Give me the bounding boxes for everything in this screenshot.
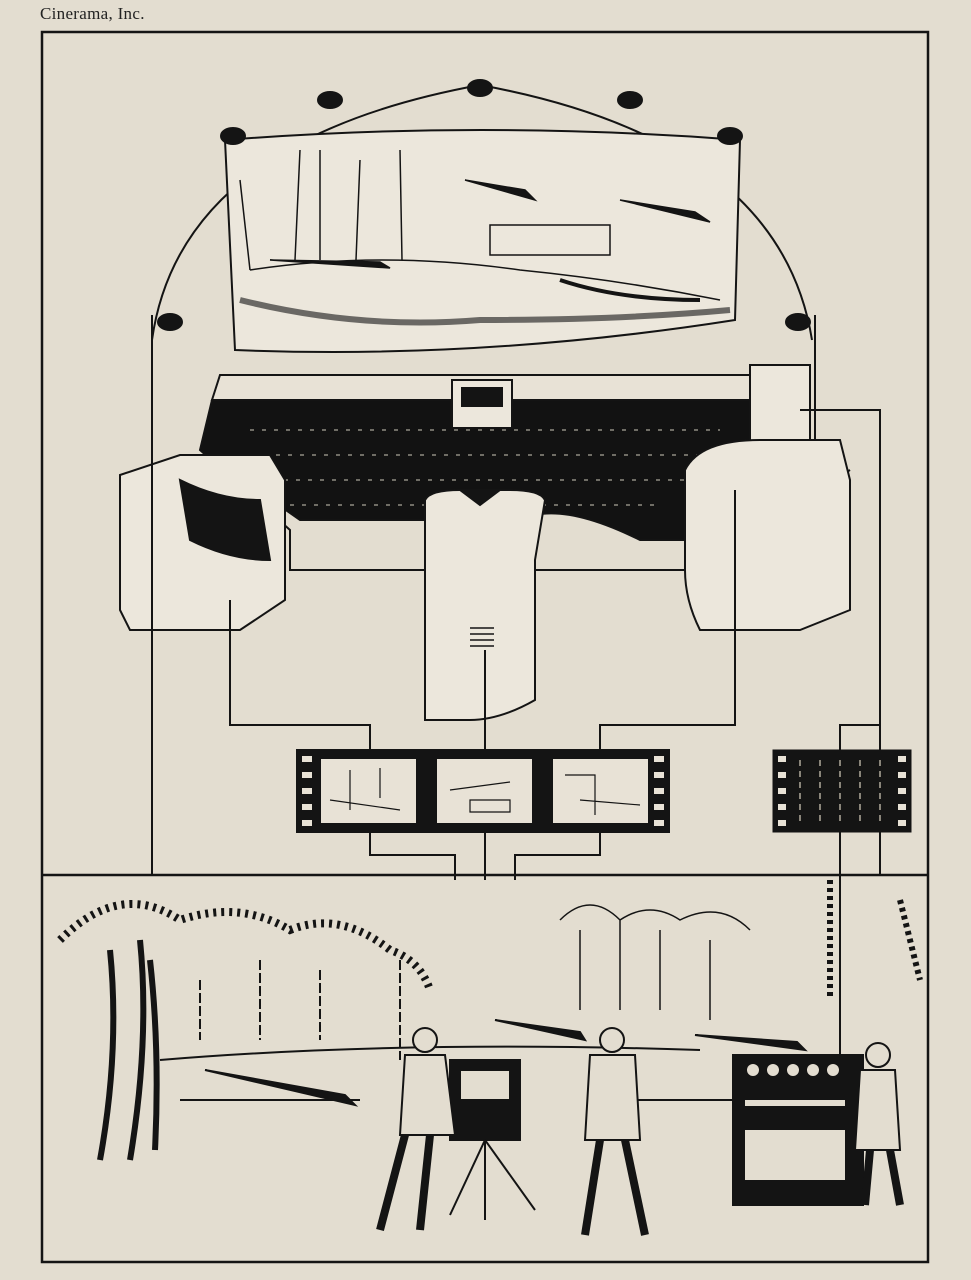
page-header: Cinerama, Inc. — [40, 4, 145, 23]
location-scene — [57, 880, 923, 1236]
film-strip-sound — [772, 749, 912, 833]
film-crew — [376, 1027, 904, 1236]
stage-lights — [157, 79, 811, 331]
illustration-frame — [40, 30, 930, 1264]
theatre-diagram — [119, 79, 881, 1060]
projector-booth-right — [684, 439, 851, 631]
film-strip-picture — [296, 749, 670, 833]
curved-screen — [223, 129, 742, 353]
